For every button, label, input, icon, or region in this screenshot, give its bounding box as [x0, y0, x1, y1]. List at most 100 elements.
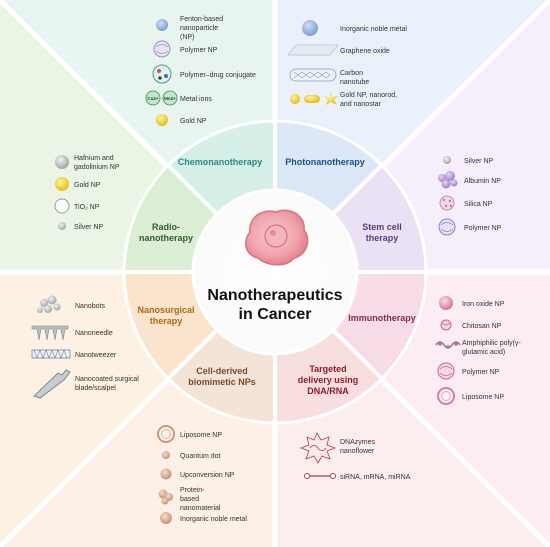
- gold-np-icon: [55, 177, 69, 191]
- svg-text:Cu2+: Cu2+: [147, 96, 159, 101]
- svg-text:glutamic acid): glutamic acid): [462, 349, 505, 356]
- segment-stem-cell-label-1: Stem cell: [362, 222, 402, 232]
- silver-np-icon: [443, 156, 451, 164]
- photo-item-nanotube: Carbon nanotube: [289, 68, 369, 86]
- segment-photonanotherapy-label: Photonanotherapy: [285, 157, 365, 167]
- svg-text:Iron oxide NP: Iron oxide NP: [462, 301, 505, 308]
- segment-chemonanotherapy-label: Chemonanotherapy: [178, 157, 263, 167]
- svg-text:and nanostar: and nanostar: [340, 101, 382, 108]
- surgical-item-scalpel: Nanocoated surgical blade/scalpel: [33, 369, 139, 399]
- scalpel-icon: [33, 369, 71, 399]
- svg-text:Inorganic noble metal: Inorganic noble metal: [340, 26, 407, 33]
- polymer-np-icon: [153, 40, 171, 58]
- stem-item-silica: Silica NP: [439, 195, 493, 211]
- chemo-item-polymer-drug: Polymer–drug conjugate: [152, 64, 256, 84]
- radio-item-gold: Gold NP: [55, 177, 101, 191]
- segment-radio-label-2: nanotherapy: [139, 233, 193, 243]
- surgical-item-list: Nanobots Nanoneedle Nanotweezer Nanocoat…: [31, 295, 139, 399]
- svg-text:Graphene oxide: Graphene oxide: [340, 48, 390, 55]
- targeted-item-rna: siRNA, mRNA, miRNA: [304, 473, 411, 481]
- immuno-item-liposome: Liposome NP: [437, 387, 504, 405]
- svg-text:Nanocoated surgical: Nanocoated surgical: [75, 376, 139, 383]
- stem-item-list: Silver NP Albumin NP Silica NP Polymer N…: [438, 156, 502, 236]
- radio-item-list: Hafnium and gadolinium NP Gold NP TiO₂ N…: [54, 155, 120, 231]
- radio-item-silver: Silver NP: [58, 222, 104, 231]
- segment-cell-derived-label-1: Cell-derived: [196, 366, 248, 376]
- manganese-ion-icon: [162, 90, 178, 106]
- svg-text:Albumin NP: Albumin NP: [464, 178, 501, 185]
- svg-text:Polymer–drug conjugate: Polymer–drug conjugate: [180, 72, 256, 79]
- svg-text:Gold NP: Gold NP: [74, 182, 101, 189]
- svg-text:Polymer NP: Polymer NP: [464, 225, 502, 232]
- carbon-nanotube-icon: [289, 68, 337, 82]
- segment-stem-cell-label-2: therapy: [366, 233, 399, 243]
- center-title-line1: Nanotherapeutics: [207, 287, 342, 304]
- segment-labels: Chemonanotherapy Photonanotherapy Stem c…: [137, 157, 415, 396]
- svg-text:TiO₂ NP: TiO₂ NP: [74, 204, 100, 211]
- fenton-np-icon: [156, 19, 168, 31]
- svg-text:Nanobots: Nanobots: [75, 303, 105, 310]
- svg-text:blade/scalpel: blade/scalpel: [75, 385, 116, 392]
- svg-text:Silica NP: Silica NP: [464, 201, 493, 208]
- copper-ion-icon: [145, 90, 161, 106]
- svg-text:Carbon: Carbon: [340, 70, 363, 77]
- svg-text:Silver NP: Silver NP: [464, 158, 494, 165]
- segment-targeted-label-1: Targeted: [309, 364, 346, 374]
- svg-text:nanoparticle: nanoparticle: [180, 25, 218, 32]
- tio2-np-icon: [54, 198, 70, 214]
- photo-item-gold-shapes: Gold NP, nanorod, and nanostar: [290, 92, 397, 108]
- segment-targeted-label-2: delivery using: [298, 375, 359, 385]
- immuno-item-iron-oxide: Iron oxide NP: [439, 296, 505, 310]
- radio-item-hafnium: Hafnium and gadolinium NP: [55, 155, 120, 171]
- svg-text:Amphiphilic poly(γ-: Amphiphilic poly(γ-: [462, 340, 521, 347]
- targeted-item-dnazymes: DNAzymes nanoflower: [299, 432, 376, 464]
- svg-text:siRNA, mRNA, miRNA: siRNA, mRNA, miRNA: [340, 474, 411, 481]
- silica-np-icon: [439, 195, 455, 211]
- chemo-item-list: Fenton-based nanoparticle (NP) Polymer N…: [145, 16, 256, 126]
- photo-item-graphene: Graphene oxide: [287, 44, 390, 56]
- stem-item-polymer: Polymer NP: [438, 218, 502, 236]
- svg-text:Protein-: Protein-: [180, 487, 205, 494]
- svg-text:DNAzymes: DNAzymes: [340, 439, 376, 446]
- svg-text:Liposome NP: Liposome NP: [462, 394, 504, 401]
- svg-text:Polymer NP: Polymer NP: [462, 369, 500, 376]
- segment-radio-label-1: Radio-: [152, 222, 180, 232]
- cancer-cell-icon: [245, 209, 309, 266]
- radio-item-tio2: TiO₂ NP: [54, 198, 100, 214]
- immuno-item-chitosan: Chitosan NP: [440, 319, 502, 331]
- svg-text:(NP): (NP): [180, 34, 194, 41]
- nanobots-icon: [47, 295, 57, 305]
- quantum-dot-icon: [162, 451, 170, 459]
- svg-text:Inorganic noble metal: Inorganic noble metal: [180, 516, 247, 523]
- svg-text:Gold NP: Gold NP: [180, 118, 207, 125]
- svg-text:nanoflower: nanoflower: [340, 448, 375, 455]
- svg-text:gadolinium NP: gadolinium NP: [74, 164, 120, 171]
- svg-text:Metal ions: Metal ions: [180, 96, 212, 103]
- surgical-item-nanoneedle: Nanoneedle: [31, 325, 113, 341]
- svg-text:Mn2+: Mn2+: [164, 96, 176, 101]
- hafnium-gadolinium-np-icon: [55, 155, 69, 169]
- chemo-item-gold-np: Gold NP: [156, 114, 207, 126]
- svg-text:Nanoneedle: Nanoneedle: [75, 330, 113, 337]
- photo-item-list: Inorganic noble metal Graphene oxide Car…: [287, 20, 407, 108]
- cell-item-noble-metal: Inorganic noble metal: [160, 512, 247, 524]
- liposome-np-icon: [157, 425, 175, 443]
- stem-item-albumin: Albumin NP: [438, 171, 501, 189]
- svg-text:nanotube: nanotube: [340, 79, 369, 86]
- svg-text:nanomaterial: nanomaterial: [180, 505, 221, 512]
- cell-item-quantum-dot: Quantum dot: [162, 451, 221, 460]
- gold-np-icon: [290, 94, 300, 104]
- svg-text:based: based: [180, 496, 199, 503]
- gold-nanorod-icon: [304, 95, 320, 103]
- targeted-item-list: DNAzymes nanoflower siRNA, mRNA, miRNA: [299, 432, 411, 481]
- gold-np-icon: [156, 114, 168, 126]
- segment-targeted-label-3: DNA/RNA: [307, 386, 349, 396]
- center-disk: [191, 188, 359, 356]
- svg-text:Polymer NP: Polymer NP: [180, 47, 218, 54]
- center-title-line2: in Cancer: [239, 306, 312, 323]
- segment-nanosurgical-label-2: therapy: [150, 316, 183, 326]
- svg-text:Upconversion NP: Upconversion NP: [180, 472, 235, 479]
- polymer-np-icon: [437, 362, 455, 380]
